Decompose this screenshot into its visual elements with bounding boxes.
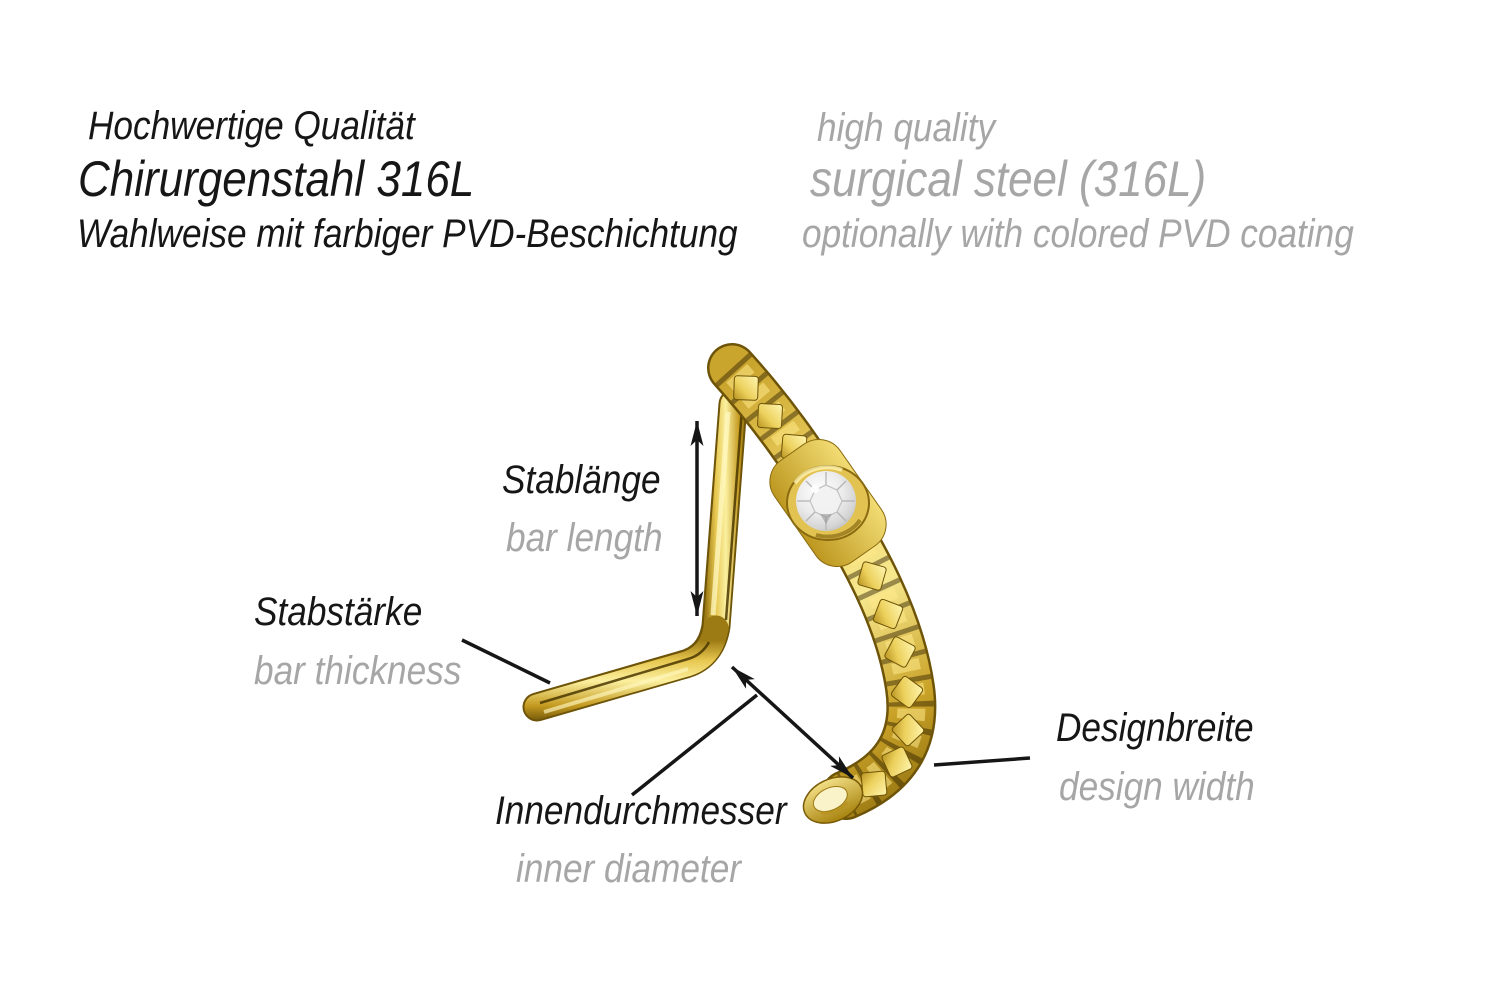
header-en-coating: optionally with colored PVD coating [802,212,1354,256]
bar-seam-vertical [724,407,744,621]
header-de-quality: Hochwertige Qualität [88,104,415,148]
l-shaped-bar [522,389,748,722]
label-inner-diameter-en: inner diameter [516,847,742,891]
header-en-quality: high quality [817,106,996,150]
label-design-width-de: Designbreite [1056,706,1254,750]
label-bar-length-de: Stablänge [502,458,661,502]
design-width-leader-line [933,756,1031,767]
header-en-material: surgical steel (316L) [810,151,1207,207]
band-lattice-texture [733,375,925,809]
inner-diameter-leader-line [630,693,759,797]
band-end-cap [802,776,864,824]
inner-diameter-dimension-arrow [730,665,855,780]
header-de-material: Chirurgenstahl 316L [78,151,475,207]
label-bar-thickness-en: bar thickness [254,649,462,693]
bar-seam-horizontal [539,641,711,705]
design-band [707,343,937,820]
dimension-annotations [461,421,1031,797]
label-bar-length-en: bar length [506,516,663,560]
crystal-setting [769,438,887,568]
header-de-coating: Wahlweise mit farbiger PVD-Beschichtung [77,212,738,256]
label-bar-thickness-de: Stabstärke [254,590,423,634]
gem-facets [797,472,855,530]
label-inner-diameter-de: Innendurchmesser [495,789,787,833]
label-design-width-en: design width [1059,765,1255,809]
bar-thickness-leader-line [461,638,551,685]
